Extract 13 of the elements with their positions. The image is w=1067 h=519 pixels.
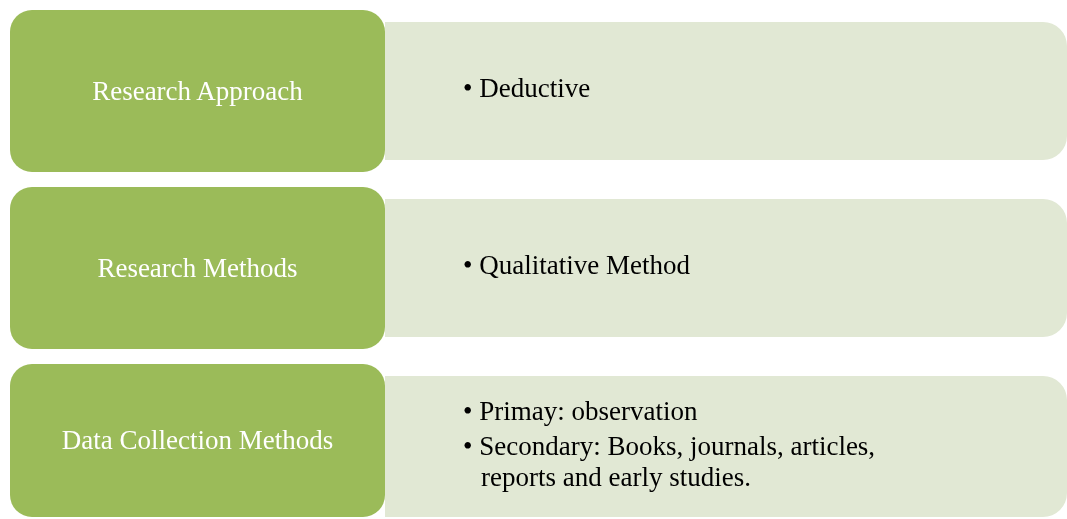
- category-box: [10, 10, 385, 172]
- content-panel: [385, 22, 1067, 160]
- category-label: Research Methods: [97, 252, 298, 284]
- content-panel: [385, 199, 1067, 337]
- content-panel: [385, 376, 1067, 517]
- bullet-item: • Qualitative Method: [463, 250, 690, 282]
- bullet-item: • Deductive: [463, 73, 592, 105]
- category-label: Research Approach: [92, 75, 303, 107]
- bullet-item: • Secondary: Books, journals, articles, reports and early studies.: [463, 430, 877, 494]
- bullet-item: • Primay: observation: [463, 395, 699, 427]
- category-label: Data Collection Methods: [61, 425, 334, 456]
- category-box: [10, 187, 385, 349]
- category-box: [10, 364, 385, 517]
